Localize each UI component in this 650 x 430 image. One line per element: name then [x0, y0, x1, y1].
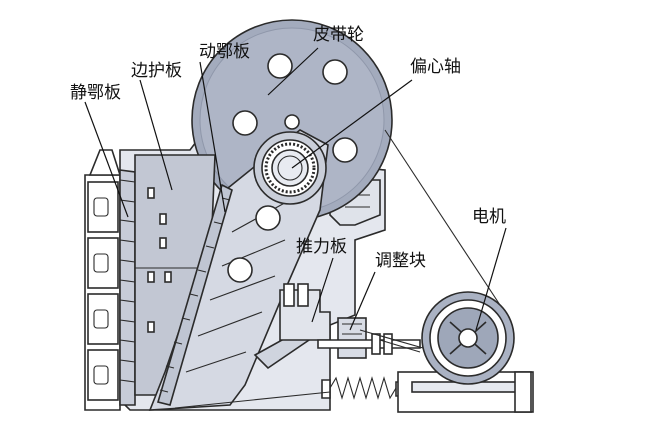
leader-toggle-plate — [311, 257, 334, 323]
label-side-guard: 边护板 — [131, 61, 182, 81]
label-eccentric-shaft: 偏心轴 — [410, 57, 461, 77]
electric-motor — [397, 291, 534, 413]
leader-side-guard — [139, 79, 173, 191]
pulley-wheel — [191, 19, 393, 221]
drive-belt — [359, 129, 501, 353]
leader-adjusting-block — [349, 271, 376, 331]
label-toggle-plate: 推力板 — [296, 237, 347, 257]
eccentric-shaft — [253, 114, 327, 205]
leader-eccentric-shaft — [291, 79, 413, 169]
leader-lines — [84, 47, 507, 331]
label-motor: 电机 — [472, 207, 506, 227]
leader-pulley — [267, 47, 319, 96]
static-jaw-plate — [119, 169, 136, 406]
leader-moving-jaw — [199, 61, 226, 213]
callout-labels: 静鄂板 边护板 动鄂板 皮带轮 偏心轴 推力板 调整块 电机 — [70, 25, 506, 271]
static-jaw-block — [84, 149, 122, 411]
leader-motor — [475, 227, 507, 331]
label-moving-jaw: 动鄂板 — [199, 42, 250, 62]
label-adjusting-block: 调整块 — [375, 251, 426, 271]
label-static-jaw: 静鄂板 — [70, 83, 121, 103]
label-pulley: 皮带轮 — [313, 25, 364, 45]
leader-static-jaw — [84, 101, 129, 218]
